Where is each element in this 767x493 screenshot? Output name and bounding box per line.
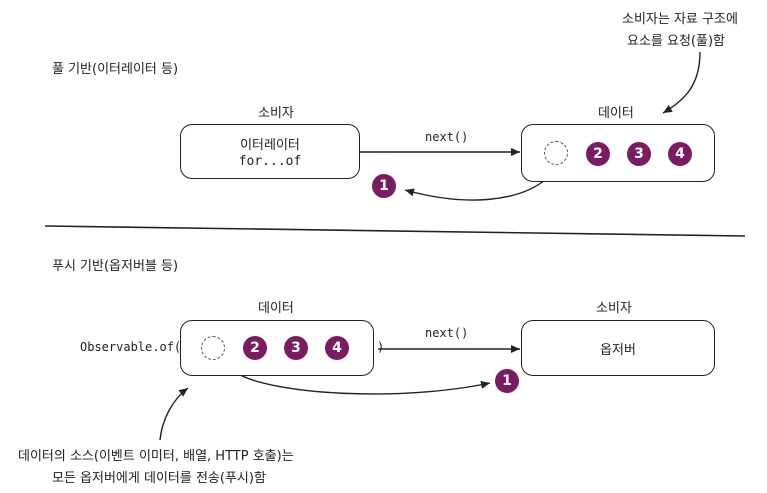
bottom-note-line1: 데이터의 소스(이벤트 이미터, 배열, HTTP 호출)는	[18, 449, 294, 464]
push-section-title: 푸시 기반(옵저버블 등)	[52, 259, 179, 274]
bottom-note-line2: 모든 옵저버에게 데이터를 전송(푸시)함	[52, 471, 266, 486]
observable-of-suffix: )	[377, 340, 385, 354]
section-divider	[44, 225, 746, 237]
pull-consumer-line1: 이터레이터	[240, 138, 300, 153]
pull-data-label: 데이터	[598, 106, 634, 121]
pull-next-label: next()	[425, 130, 469, 144]
pull-consumer-label: 소비자	[258, 106, 294, 121]
data-ball-2: 2	[243, 336, 267, 360]
top-note-line2: 요소를 요청(풀)함	[627, 34, 725, 49]
empty-slot	[544, 141, 568, 165]
push-data-box: 2 3 4	[180, 320, 374, 376]
push-data-label: 데이터	[258, 301, 294, 316]
push-consumer-box: 옵저버	[521, 320, 715, 376]
empty-slot	[201, 336, 225, 360]
data-ball-4: 4	[668, 142, 692, 166]
bottom-note-arrow	[159, 387, 189, 441]
pull-consumer-box: 이터레이터 for...of	[180, 124, 360, 179]
data-ball-3: 3	[627, 142, 651, 166]
data-ball-2: 2	[586, 142, 610, 166]
pull-section-title: 풀 기반(이터레이터 등)	[52, 62, 179, 77]
push-next-label: next()	[425, 326, 469, 340]
push-consumer-label: 소비자	[596, 301, 632, 316]
push-emit-arrow	[234, 371, 491, 395]
pull-return-arrow	[404, 179, 546, 201]
top-note-line1: 소비자는 자료 구조에	[622, 12, 738, 27]
push-emitted-ball: 1	[495, 369, 519, 393]
data-ball-4: 4	[325, 336, 349, 360]
pull-returned-ball: 1	[372, 174, 396, 198]
pull-consumer-line2: for...of	[238, 154, 302, 169]
top-note-arrow	[662, 51, 701, 114]
pull-data-box: 2 3 4	[521, 124, 715, 182]
observable-of-prefix: Observable.of(	[80, 340, 182, 354]
push-consumer-text: 옵저버	[600, 343, 636, 358]
data-ball-3: 3	[284, 336, 308, 360]
